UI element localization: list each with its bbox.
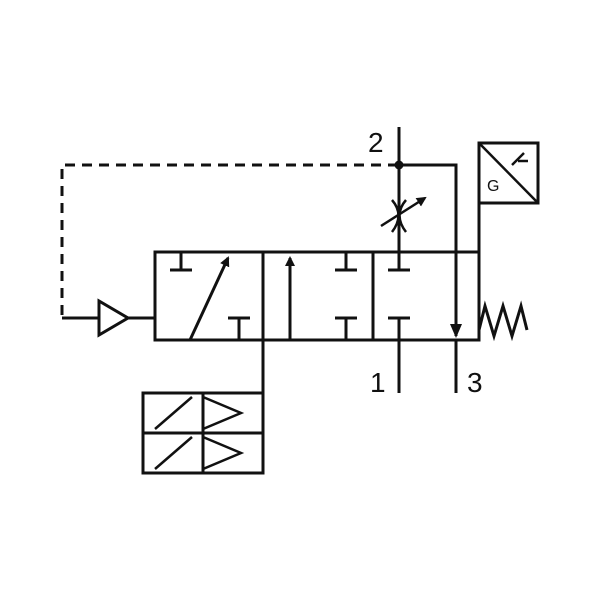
port-2-label: 2: [368, 127, 384, 158]
return-spring: [477, 300, 529, 342]
valve-envelope-right: [371, 250, 481, 342]
feedback-arrowhead: [450, 324, 462, 338]
operator-block: [141, 391, 265, 475]
feedback-line: [399, 163, 458, 336]
left-envelope-symbols: [170, 252, 250, 341]
sensor-label: G: [487, 178, 499, 195]
adjustable-restrictor: [380, 196, 427, 233]
sensor-box: [477, 141, 540, 205]
pilot-line-dashed: [60, 163, 398, 318]
sensor-diagonal: [478, 142, 539, 204]
sensor-tick-icon: [511, 152, 528, 166]
right-envelope-symbols: [388, 252, 410, 340]
port-1-label: 1: [370, 367, 386, 398]
amplifier-triangle: [97, 298, 131, 338]
port-3-label: 3: [467, 367, 483, 398]
valve-envelope-middle: [261, 250, 375, 342]
middle-envelope-symbols: [285, 252, 357, 340]
